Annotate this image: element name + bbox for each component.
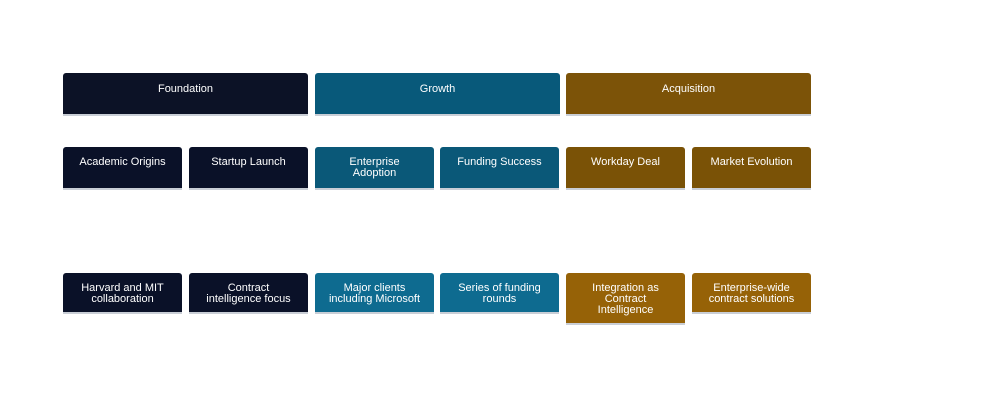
node-enterprise-adoption: Enterprise Adoption: [315, 147, 434, 190]
detail-major-clients: Major clients including Microsoft: [315, 273, 434, 314]
detail-enterprise-solutions: Enterprise-wide contract solutions: [692, 273, 811, 314]
detail-funding-rounds: Series of funding rounds: [440, 273, 559, 314]
node-startup-launch: Startup Launch: [189, 147, 308, 190]
detail-workday-integration: Integration as Contract Intelligence: [566, 273, 685, 325]
detail-harvard-mit: Harvard and MIT collaboration: [63, 273, 182, 314]
node-workday-deal: Workday Deal: [566, 147, 685, 190]
phase-foundation: Foundation: [63, 73, 308, 116]
node-academic-origins: Academic Origins: [63, 147, 182, 190]
node-market-evolution: Market Evolution: [692, 147, 811, 190]
detail-contract-intelligence-focus: Contract intelligence focus: [189, 273, 308, 314]
node-funding-success: Funding Success: [440, 147, 559, 190]
phase-acquisition: Acquisition: [566, 73, 811, 116]
phase-growth: Growth: [315, 73, 560, 116]
